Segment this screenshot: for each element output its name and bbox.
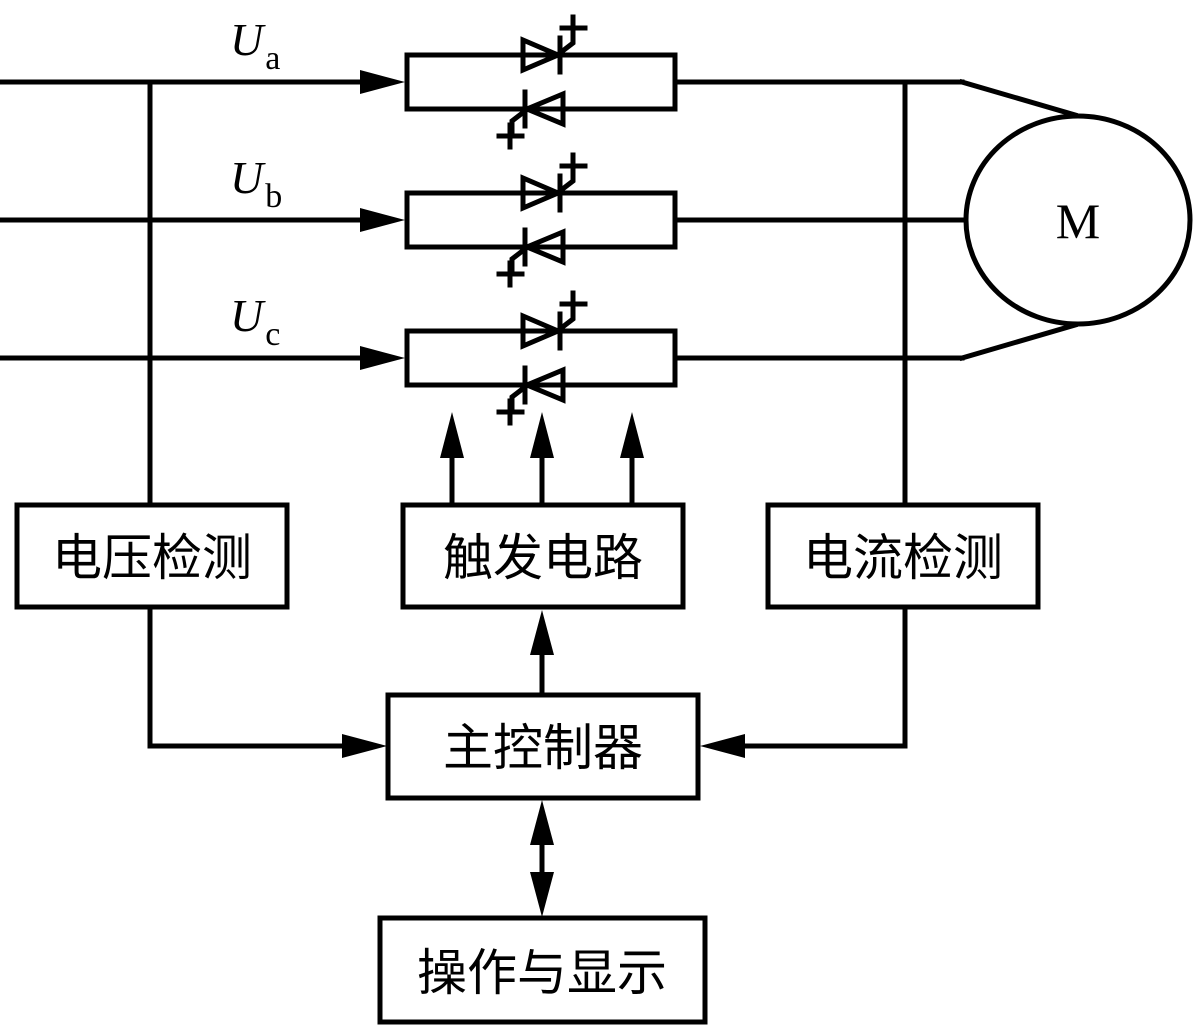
voltage-detect-label: 电压检测 [52, 529, 252, 587]
motor-label: M [1056, 193, 1100, 249]
thyristor-group [404, 14, 678, 426]
motor-lead-c [958, 321, 1079, 362]
phase-a: Ua [0, 14, 405, 94]
motor-icon [963, 113, 1193, 327]
operation-display-label: 操作与显示 [417, 944, 667, 1002]
current-to-controller-arrowhead [700, 734, 745, 758]
controller-display-arrowhead-down [530, 872, 554, 917]
thyristor-forward-icon [520, 36, 565, 74]
voltage-to-controller-arrowhead [342, 734, 387, 758]
current-detect-block [765, 502, 1041, 610]
phase-a-arrow [360, 70, 405, 94]
motor-lead-a [958, 78, 1079, 119]
thyristor-forward-icon [520, 312, 565, 350]
trigger-arrowhead-1 [440, 412, 464, 458]
thyristor-pair-a [404, 14, 678, 150]
trigger-arrowhead-2 [530, 412, 554, 458]
operation-display-block [377, 915, 708, 1025]
controller-display-arrowhead-up [530, 800, 554, 845]
trigger-circuit-block [400, 502, 686, 610]
phase-c-label: Uc [230, 290, 280, 353]
thyristor-reverse-icon [520, 228, 566, 266]
phase-b: Ub [0, 152, 405, 232]
main-controller-label: 主控制器 [443, 719, 643, 777]
thyristor-pair-c [404, 290, 678, 426]
current-to-controller-line [739, 604, 908, 749]
thyristor-pair-b [404, 152, 678, 288]
thyristor-reverse-icon [520, 366, 566, 404]
phase-a-label: Ua [230, 14, 280, 77]
trigger-circuit-label: 触发电路 [443, 529, 643, 587]
phase-b-arrow [360, 208, 405, 232]
phase-b-label: Ub [230, 152, 282, 215]
trigger-arrows [440, 412, 644, 508]
controller-to-trigger-arrowhead [530, 610, 554, 655]
phase-c-arrow [360, 346, 405, 370]
trigger-arrowhead-3 [620, 412, 644, 458]
current-detect-label: 电流检测 [803, 529, 1003, 587]
thyristor-reverse-icon [520, 90, 566, 128]
thyristor-forward-icon [520, 174, 565, 212]
phase-c: Uc [0, 290, 405, 370]
voltage-detect-block [14, 502, 290, 610]
voltage-to-controller-line [147, 604, 348, 749]
